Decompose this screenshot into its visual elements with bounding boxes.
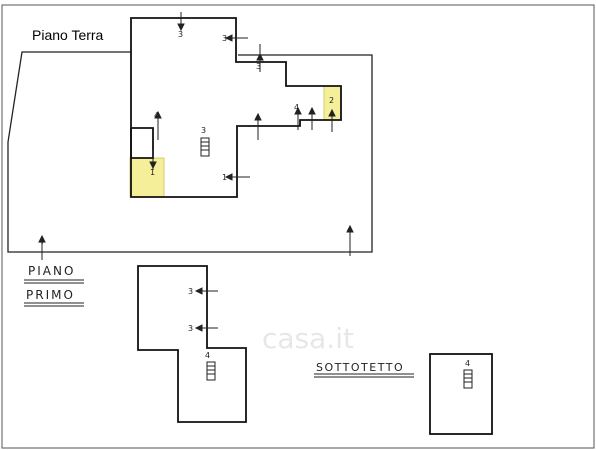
primo-label: PRIMO xyxy=(26,288,75,302)
marker-1: 3 xyxy=(178,30,183,39)
first-floor-building xyxy=(137,265,247,423)
stair-ground xyxy=(200,137,210,157)
marker-13: 3 xyxy=(188,287,193,296)
marker-11: 4 xyxy=(39,237,44,246)
marker-7: 4 xyxy=(294,103,299,112)
marker-5: 3 xyxy=(201,126,206,135)
watermark: casa.it xyxy=(262,322,354,355)
marker-3: 3 xyxy=(256,62,261,71)
floor-title: Piano Terra xyxy=(32,27,104,43)
arrow-3 xyxy=(256,52,264,61)
arrow-6 xyxy=(294,106,302,115)
marker-9: 1 xyxy=(150,168,155,177)
ground-floor-building xyxy=(130,17,342,198)
arrow-1 xyxy=(177,23,185,32)
arrow-13 xyxy=(194,287,203,295)
attic-building xyxy=(429,353,493,435)
lot-outline xyxy=(7,51,373,253)
arrow-12 xyxy=(346,224,354,233)
marker-15: 4 xyxy=(205,351,210,360)
sottotetto-label: SOTTOTETTO xyxy=(316,361,405,374)
marker-12: 4 xyxy=(347,225,352,234)
arrow-4 xyxy=(154,110,162,119)
arrow-2 xyxy=(224,34,233,42)
marker-4: 4 xyxy=(154,111,159,120)
marker-2: 3 xyxy=(222,34,227,43)
marker-8: 2 xyxy=(329,96,334,105)
stair-attic xyxy=(463,369,473,389)
arrow-10 xyxy=(224,173,233,181)
page-frame xyxy=(1,4,595,449)
marker-10: 1 xyxy=(222,173,227,182)
piano-label: PIANO xyxy=(28,264,76,278)
arrow-7 xyxy=(308,106,316,115)
arrow-8 xyxy=(328,108,336,117)
arrow-5 xyxy=(254,112,262,121)
marker-6: 4 xyxy=(255,113,260,122)
stair-first xyxy=(206,361,216,381)
highlight-room-1 xyxy=(129,157,165,198)
marker-16: 4 xyxy=(465,359,470,368)
arrow-9 xyxy=(149,161,157,170)
marker-14: 3 xyxy=(188,324,193,333)
view-arrows xyxy=(38,12,354,332)
arrow-11 xyxy=(38,234,46,243)
stairs xyxy=(200,137,473,389)
arrow-14 xyxy=(194,324,203,332)
